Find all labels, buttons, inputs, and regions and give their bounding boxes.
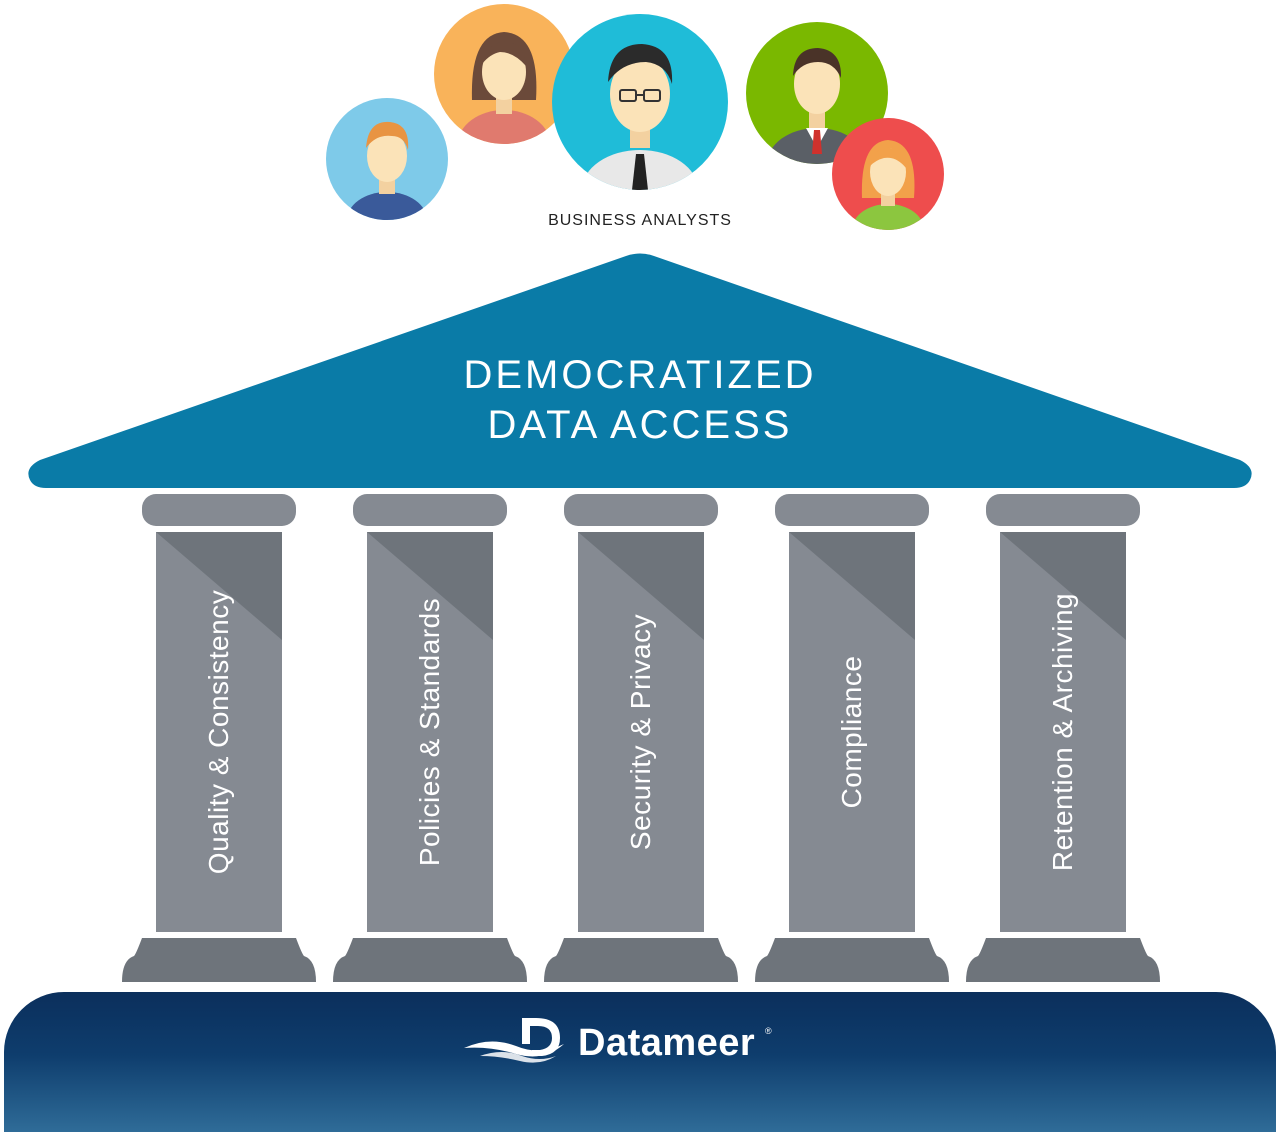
registered-mark: ®	[765, 1026, 772, 1036]
roof	[28, 253, 1252, 488]
pillar-shaft: Policies & Standards	[367, 532, 493, 932]
pillar-shaft: Quality & Consistency	[156, 532, 282, 932]
roof-title-line2: DATA ACCESS	[487, 403, 793, 447]
pillar-capital	[986, 494, 1140, 526]
pillar-capital	[564, 494, 718, 526]
roof-title: DEMOCRATIZED DATA ACCESS	[340, 350, 940, 450]
pillar-label: Policies & Standards	[414, 597, 445, 867]
pillar-base	[755, 938, 949, 982]
pillar-capital	[775, 494, 929, 526]
pillar-security: Security & Privacy	[544, 490, 744, 990]
pillar-shaft: Retention & Archiving	[1000, 532, 1126, 932]
pillar-quality: Quality & Consistency	[122, 490, 322, 990]
pillar-base	[122, 938, 316, 982]
avatar-analyst-woman-brown	[434, 4, 574, 144]
roof-title-line1: DEMOCRATIZED	[463, 353, 817, 397]
pillar-retention: Retention & Archiving	[966, 490, 1166, 990]
pillar-base	[966, 938, 1160, 982]
pillar-base	[544, 938, 738, 982]
pillar-shaft: Security & Privacy	[578, 532, 704, 932]
datameer-wave-logo-icon	[464, 1018, 564, 1063]
pillar-base	[333, 938, 527, 982]
pillar-label: Retention & Archiving	[1047, 592, 1078, 872]
brand-name: Datameer	[578, 1022, 756, 1064]
pillar-capital	[142, 494, 296, 526]
avatar-analyst-boy	[326, 98, 448, 220]
pillar-shaft: Compliance	[789, 532, 915, 932]
datameer-brand: Datameer ®	[460, 1014, 800, 1064]
pillar-label: Quality & Consistency	[203, 589, 234, 875]
pillar-compliance: Compliance	[755, 490, 955, 990]
pillar-capital	[353, 494, 507, 526]
avatar-analyst-man-glasses	[552, 14, 728, 190]
business-analysts-caption: BUSINESS ANALYSTS	[548, 212, 732, 229]
avatar-analyst-man-suit	[746, 22, 888, 164]
data-governance-diagram: BUSINESS ANALYSTS DEMOCRATIZED DATA ACCE…	[4, 4, 1276, 1132]
avatar-analyst-woman-red	[832, 118, 944, 230]
pillar-policies: Policies & Standards	[333, 490, 533, 990]
pillar-label: Security & Privacy	[625, 613, 656, 851]
pillar-label: Compliance	[836, 655, 867, 809]
